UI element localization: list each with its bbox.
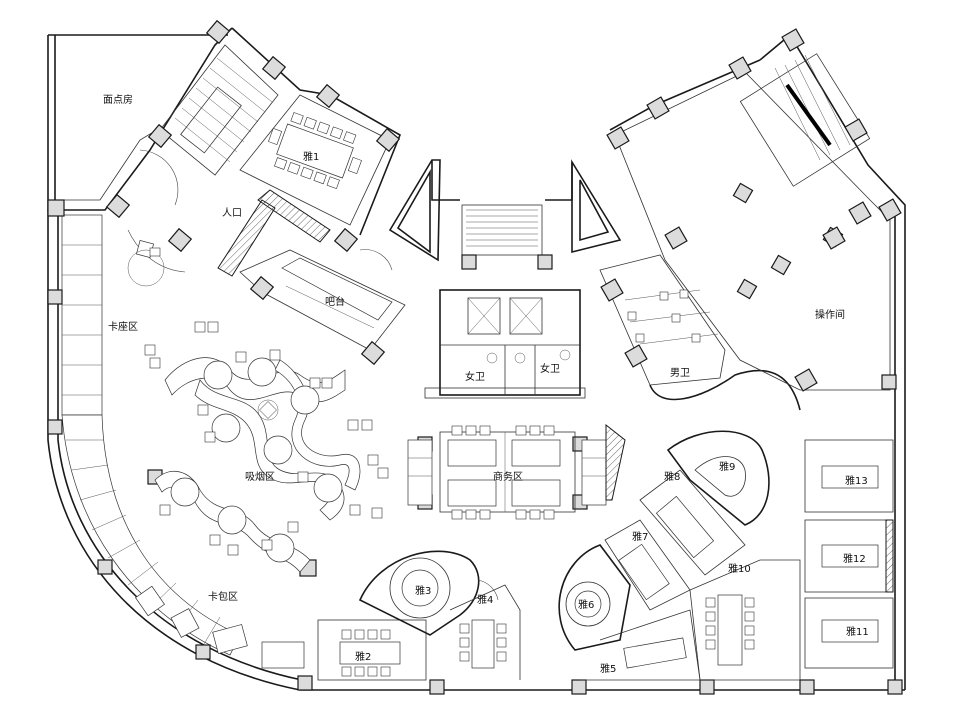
label-private-room-3: 雅3 [415, 584, 431, 597]
private-room-9 [666, 430, 770, 526]
label-mens-wc: 男卫 [670, 367, 690, 379]
label-private-room-2: 雅2 [355, 650, 371, 663]
label-operation-room: 操作间 [815, 308, 845, 321]
label-booth-seating: 卡座区 [108, 320, 138, 333]
structural-columns [47, 19, 903, 695]
curvy-seating [154, 357, 361, 573]
label-private-room-11: 雅11 [846, 625, 869, 638]
label-womens-wc-b: 女卫 [540, 362, 560, 375]
private-room-12 [804, 519, 894, 593]
label-private-room-6: 雅6 [578, 598, 594, 611]
label-private-room-13: 雅13 [845, 474, 868, 487]
core-top [388, 159, 622, 262]
label-private-room-1: 雅1 [303, 150, 319, 163]
label-pastry-room: 面点房 [103, 93, 133, 106]
outer-walls [47, 27, 906, 691]
mens-wc [599, 254, 801, 411]
label-entrance: 人口 [222, 207, 242, 219]
booth-bench-left [61, 214, 305, 669]
stair-right [739, 53, 871, 187]
private-room-2 [317, 619, 427, 681]
private-room-8 [639, 469, 746, 576]
label-private-room-5: 雅5 [600, 662, 616, 675]
label-booth-area: 卡包区 [208, 590, 238, 603]
reception-desk [127, 239, 165, 287]
private-room-5 [580, 609, 701, 681]
bar-counter [239, 249, 406, 351]
lobby [127, 199, 276, 287]
label-private-room-10: 雅10 [728, 562, 751, 575]
label-smoking-area: 吸烟区 [245, 470, 275, 483]
business-area [407, 423, 626, 520]
label-womens-wc-a: 女卫 [465, 370, 485, 383]
label-private-room-9: 雅9 [719, 460, 735, 473]
label-private-room-8: 雅8 [664, 470, 680, 483]
private-room-10 [689, 559, 801, 681]
private-room-13 [804, 439, 894, 513]
label-bar: 吧台 [325, 295, 345, 308]
label-business-area: 商务区 [493, 470, 523, 483]
label-private-room-4: 雅4 [477, 593, 493, 606]
elevators [424, 289, 586, 399]
stair-left [159, 44, 279, 176]
pastry-room [60, 127, 179, 206]
private-room-6 [558, 544, 631, 651]
label-private-room-7: 雅7 [632, 530, 648, 543]
private-room-3 [358, 550, 499, 636]
seating-chairs [144, 321, 389, 556]
label-private-room-12: 雅12 [843, 552, 866, 565]
room-labels: 面点房 雅1 人口 吧台 卡座区 吸烟区 商务区 女卫 女卫 男卫 操作间 卡包… [103, 93, 869, 675]
private-room-4 [449, 584, 521, 680]
private-room-11 [804, 597, 894, 669]
